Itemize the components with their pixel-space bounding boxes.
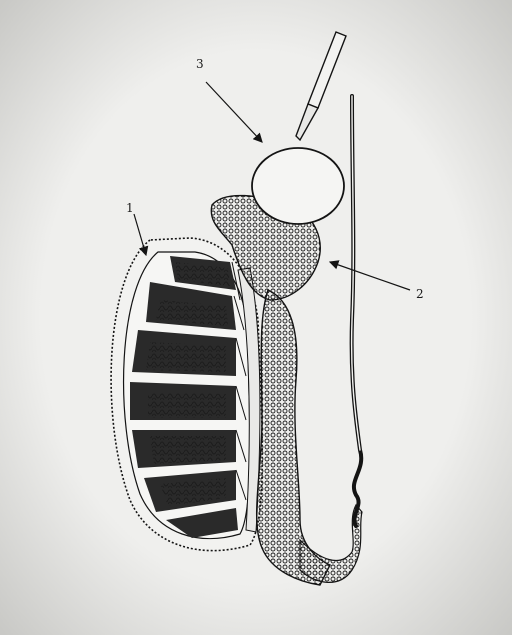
testis <box>111 238 262 551</box>
label-1: 1 <box>126 201 134 215</box>
appendix-cyst <box>252 148 344 224</box>
label-3: 3 <box>196 57 204 71</box>
label-2: 2 <box>416 287 424 301</box>
